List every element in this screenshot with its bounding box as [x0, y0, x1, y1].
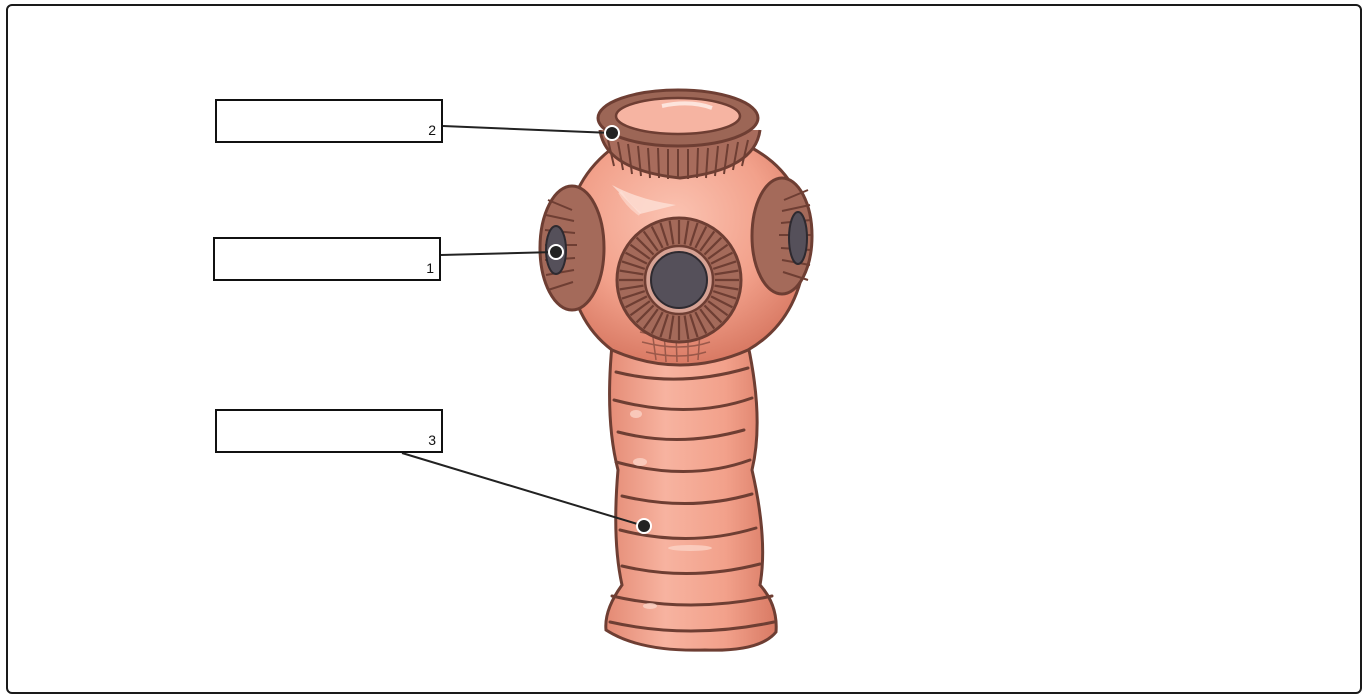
- label-number-2: 2: [428, 122, 436, 138]
- tapeworm-scolex-illustration: [0, 0, 1370, 680]
- leader-line-3: [402, 453, 644, 526]
- neck-segments: [606, 345, 776, 650]
- label-box-2[interactable]: 2: [215, 99, 443, 143]
- leader-line-2: [443, 126, 612, 133]
- pointer-dot-1: [549, 245, 563, 259]
- label-number-1: 1: [426, 260, 434, 276]
- pointer-dot-2: [605, 126, 619, 140]
- label-box-3[interactable]: 3: [215, 409, 443, 453]
- label-number-3: 3: [428, 432, 436, 448]
- pointer-dot-3: [637, 519, 651, 533]
- sucker-right: [752, 178, 812, 294]
- sucker-center: [617, 218, 741, 342]
- label-box-1[interactable]: 1: [213, 237, 441, 281]
